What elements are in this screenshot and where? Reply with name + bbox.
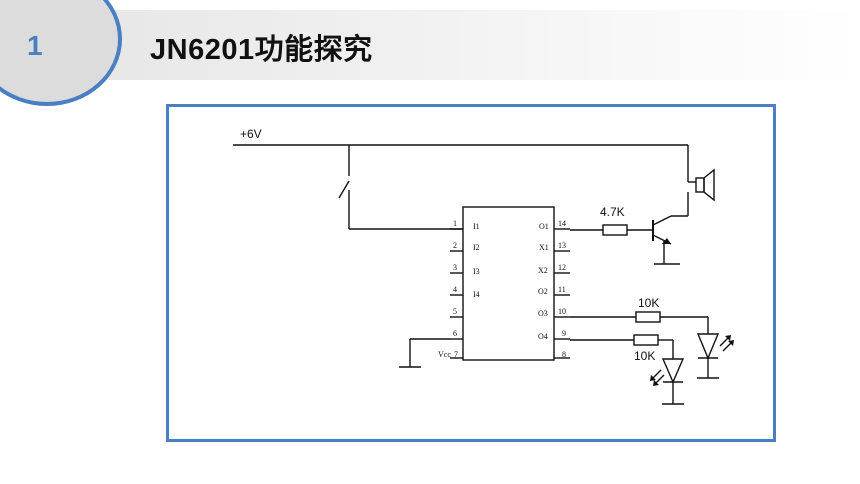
ic-pin-name: O4: [538, 332, 548, 341]
resistor-10k-2: [633, 334, 659, 346]
schematic-frame: [166, 104, 776, 442]
led1-arrowhead-1: [725, 335, 731, 341]
ic-pin-number: 3: [453, 263, 457, 272]
ic-pin-number: 10: [558, 307, 566, 316]
ic-pin-name: Vcc: [438, 350, 451, 359]
ic-pin-number: 9: [562, 329, 566, 338]
switch-blade: [338, 180, 350, 199]
ic-pin-name: O3: [538, 309, 548, 318]
led2-arrowhead-2: [653, 380, 659, 386]
ic-pin-number: 7: [454, 350, 458, 359]
ic-pin-number: 13: [558, 241, 566, 250]
ic-pin-number: 1: [453, 219, 457, 228]
ic-pin-name: X2: [538, 266, 548, 275]
led2-triangle: [661, 358, 685, 384]
ic-pin-number: 14: [558, 219, 566, 228]
ic-pin-number: 4: [453, 285, 457, 294]
ic-pin-name: I4: [473, 290, 480, 299]
ic-pin-name: O1: [539, 222, 549, 231]
resistor-10k-1-label: 10K: [638, 296, 659, 310]
slide-number: 1: [27, 30, 43, 61]
ic-pin-name: O2: [538, 287, 548, 296]
ic-body: [462, 206, 555, 361]
transistor-emitter-arrow: [662, 238, 671, 244]
led1-arrowhead-2: [728, 340, 734, 346]
speaker-body: [695, 177, 705, 193]
ic-pin-name: I1: [473, 222, 480, 231]
resistor-10k-1: [635, 311, 661, 323]
slide-title: JN6201功能探究: [150, 34, 373, 66]
header-bar: [0, 10, 860, 80]
ic-pin-name: I3: [473, 267, 480, 276]
resistor-4k7: [602, 224, 628, 236]
resistor-4k7-label: 4.7K: [600, 205, 625, 219]
ic-pin-number: 8: [562, 350, 566, 359]
speaker-cone: [703, 168, 715, 202]
ic-pin-number: 12: [558, 263, 566, 272]
resistor-10k-2-label: 10K: [634, 349, 655, 363]
led2-arrowhead-1: [650, 375, 656, 381]
ic-pin-number: 11: [558, 285, 566, 294]
ic-pin-number: 5: [453, 307, 457, 316]
ic-pin-number: 6: [453, 329, 457, 338]
ic-pin-name: I2: [473, 243, 480, 252]
supply-voltage-label: +6V: [240, 127, 262, 141]
led1-triangle: [696, 333, 720, 360]
ic-pin-number: 2: [453, 241, 457, 250]
transistor-collector: [652, 215, 672, 226]
ic-pin-name: X1: [539, 243, 549, 252]
